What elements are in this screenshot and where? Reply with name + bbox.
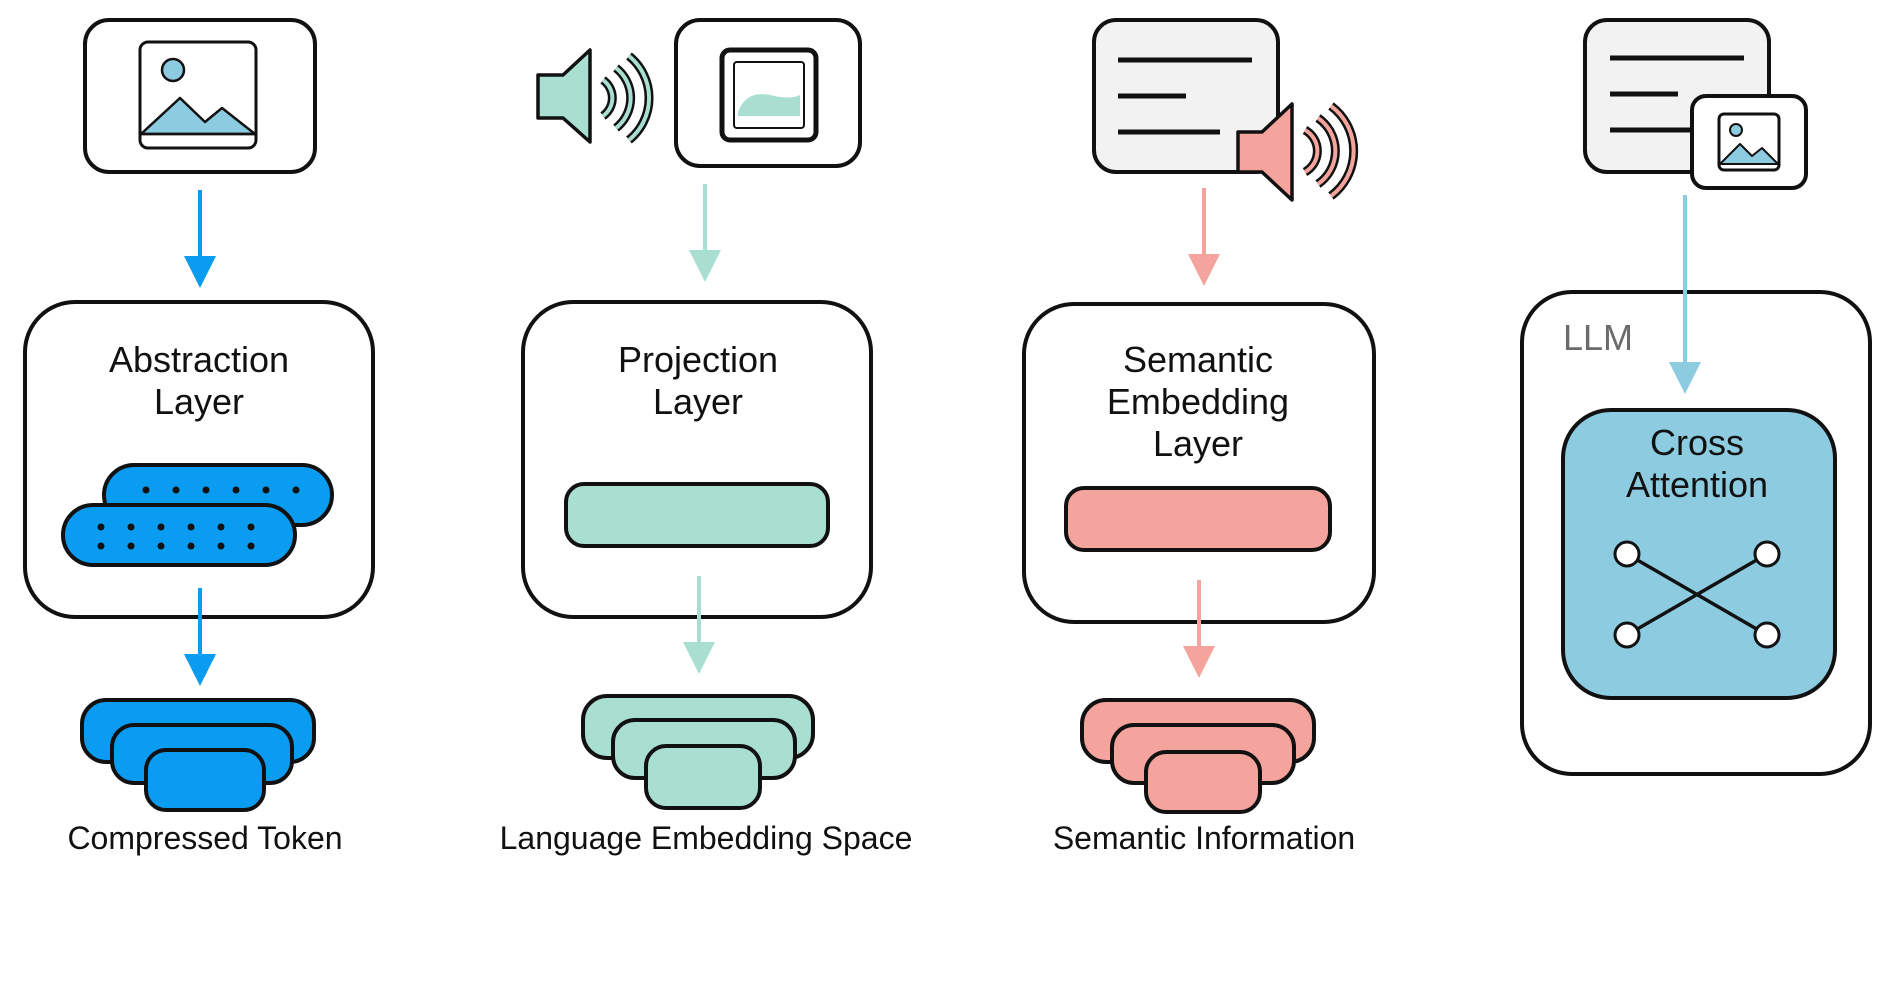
column-projection: Projection Layer Language Embedding Spac… [500,18,913,856]
semantic-embedding-layer-box: Semantic Embedding Layer [1022,302,1376,624]
document-icon [1092,18,1280,174]
cross-attention-icon [1613,540,1781,649]
output-label-semantic-information: Semantic Information [1053,820,1355,856]
layer-title-line-1: Abstraction [109,339,289,380]
column-llm: LLM Cross Attention [1520,18,1872,776]
image-icon [674,18,862,168]
output-label-language-embedding-space: Language Embedding Space [500,820,913,856]
embedding-bar-icon [1064,486,1332,552]
layer-title-line-3: Layer [1153,423,1243,464]
layer-title-line-2: Layer [653,381,743,422]
abstraction-layer-box: Abstraction Layer [23,300,375,619]
cross-attention-box: Cross Attention [1561,408,1837,700]
llm-title: LLM [1563,317,1633,358]
projection-layer-box: Projection Layer [521,300,873,619]
llm-box: LLM Cross Attention [1520,290,1872,776]
image-icon [83,18,317,174]
cross-attention-title-line-2: Attention [1626,464,1768,505]
column-abstraction: Abstraction Layer Compressed Token [23,18,375,856]
token-pill-icon [61,463,334,567]
cross-attention-title-line-1: Cross [1650,422,1744,463]
layer-title-line-1: Semantic [1123,339,1273,380]
embedding-space-stack-icon [581,694,815,810]
layer-title-line-1: Projection [618,339,778,380]
speaker-icon [1236,102,1359,202]
image-icon [1690,94,1808,190]
compressed-token-stack-icon [80,698,316,812]
column-semantic: Semantic Embedding Layer Semantic Inform… [1022,18,1376,856]
layer-title-line-2: Embedding [1107,381,1289,422]
layer-title-line-2: Layer [154,381,244,422]
output-label-compressed-token: Compressed Token [67,820,342,856]
embedding-bar-icon [564,482,830,548]
semantic-information-stack-icon [1080,698,1316,814]
speaker-icon [536,48,654,144]
